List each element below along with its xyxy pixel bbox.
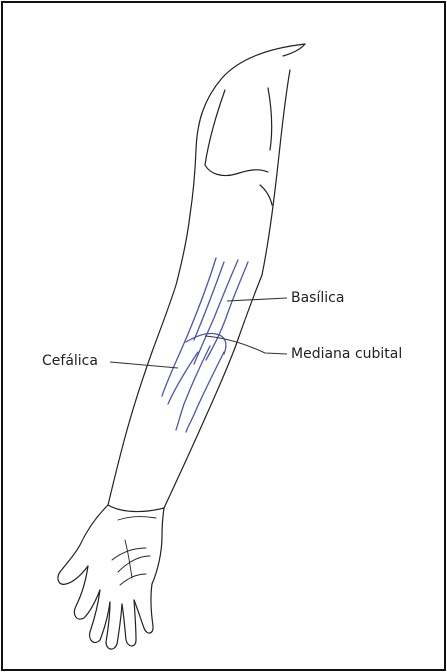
armpit-line <box>260 185 272 205</box>
forearm-inner <box>164 275 262 508</box>
palm-crease-2 <box>118 556 150 572</box>
forearm-vein-b <box>186 352 224 432</box>
finger-little <box>134 584 153 633</box>
palm-crease-4 <box>120 574 146 585</box>
wrist-line <box>108 505 164 512</box>
shoulder-crease <box>268 88 272 150</box>
finger-ring <box>122 600 136 646</box>
cephalic-vein-a <box>162 258 216 396</box>
upper-arm-front <box>152 215 190 352</box>
upper-arm-back <box>262 70 290 275</box>
palm-crease-3 <box>125 540 132 578</box>
forearm-vein-c <box>168 352 198 404</box>
label-mediana-cubital: Mediana cubital <box>291 347 402 361</box>
shoulder-outline <box>190 44 305 215</box>
hand-ulnar-edge <box>152 508 164 584</box>
wrist-crease <box>118 517 156 520</box>
leader-basilica <box>227 298 287 301</box>
hand-outline <box>58 505 108 584</box>
deltoid-contour <box>205 90 268 176</box>
basilic-vein-a <box>206 262 248 360</box>
forearm-outer <box>108 352 152 505</box>
basilic-vein-b <box>194 260 238 364</box>
leader-cefalica <box>110 362 178 368</box>
label-cefalica: Cefálica <box>42 354 98 368</box>
label-basilica: Basílica <box>291 291 344 305</box>
